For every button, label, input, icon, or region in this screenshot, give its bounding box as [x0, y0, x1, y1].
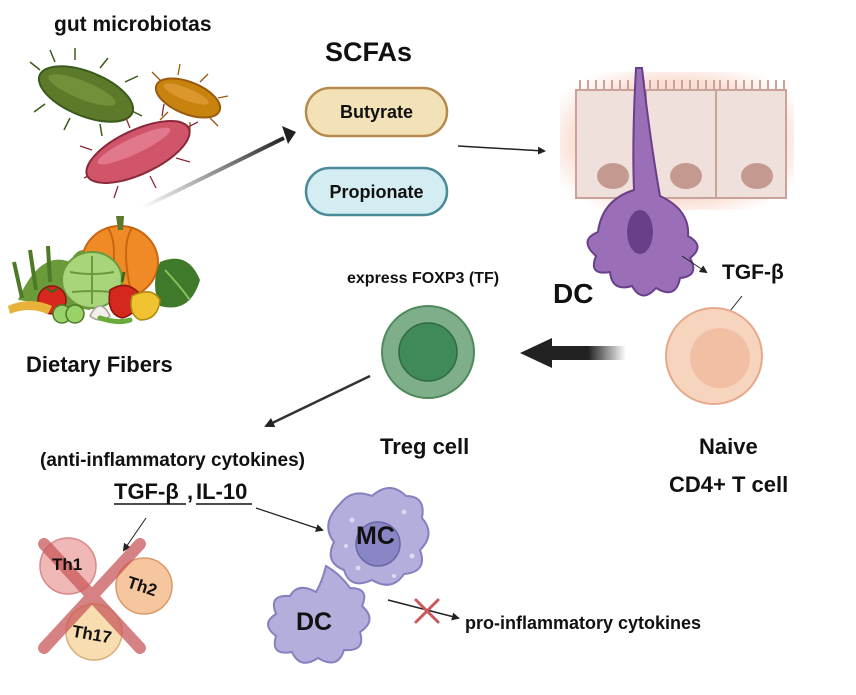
express-foxp3-label: express FOXP3 (TF)	[347, 270, 500, 287]
mc-label: MC	[356, 522, 395, 550]
pro-inflammatory-label: pro-inflammatory cytokines	[465, 613, 702, 633]
arrow-treg-to-cytokines	[264, 374, 371, 428]
arrow-scfas-to-epithelium	[457, 145, 546, 155]
arrow-cytokines-to-th	[122, 517, 147, 552]
arrow-fibers-to-scfas	[141, 136, 285, 210]
scfas-label: SCFAs	[325, 37, 413, 67]
treg-cell-label: Treg cell	[380, 434, 470, 459]
small-dc-icon	[267, 564, 371, 664]
tgf-beta-top-label: TGF-β	[722, 261, 784, 284]
th1-label: Th1	[52, 555, 83, 574]
butyrate-label: Butyrate	[339, 102, 414, 122]
bacteria-icon	[29, 48, 229, 199]
vegetables-icon	[8, 216, 200, 325]
propionate-pill	[304, 166, 449, 217]
il-10-label: IL-10	[196, 479, 248, 504]
mast-cell-icon	[327, 487, 430, 586]
dc-main-label: DC	[553, 278, 594, 309]
arrow-dc-to-tgf	[681, 255, 708, 274]
gut-microbiotas-label: gut microbiotas	[54, 13, 212, 36]
dendritic-cell-icon	[586, 67, 699, 297]
tgf-beta-bottom-label: TGF-β	[114, 479, 179, 504]
anti-inflammatory-label: (anti-inflammatory cytokines)	[40, 450, 305, 471]
arrowhead-fibers-to-scfas	[282, 126, 296, 144]
cross-icon	[38, 538, 146, 654]
comma-label: ,	[187, 479, 194, 504]
treg-cell-icon	[381, 305, 475, 399]
arrow-naive-to-treg-shaft	[550, 346, 626, 360]
arrow-cytokines-to-mc	[255, 507, 324, 532]
arrow-naive-to-treg-head	[520, 338, 552, 368]
dietary-fibers-label: Dietary Fibers	[26, 352, 173, 377]
butyrate-pill	[304, 86, 449, 138]
propionate-label: Propionate	[329, 182, 424, 202]
naive-label: Naive	[699, 434, 758, 459]
epithelium-icon	[560, 72, 794, 210]
small-cross-icon	[414, 598, 440, 624]
dc-small-label: DC	[296, 608, 333, 636]
cd4-t-cell-label: CD4+ T cell	[669, 472, 789, 497]
naive-t-cell-icon	[665, 307, 763, 405]
